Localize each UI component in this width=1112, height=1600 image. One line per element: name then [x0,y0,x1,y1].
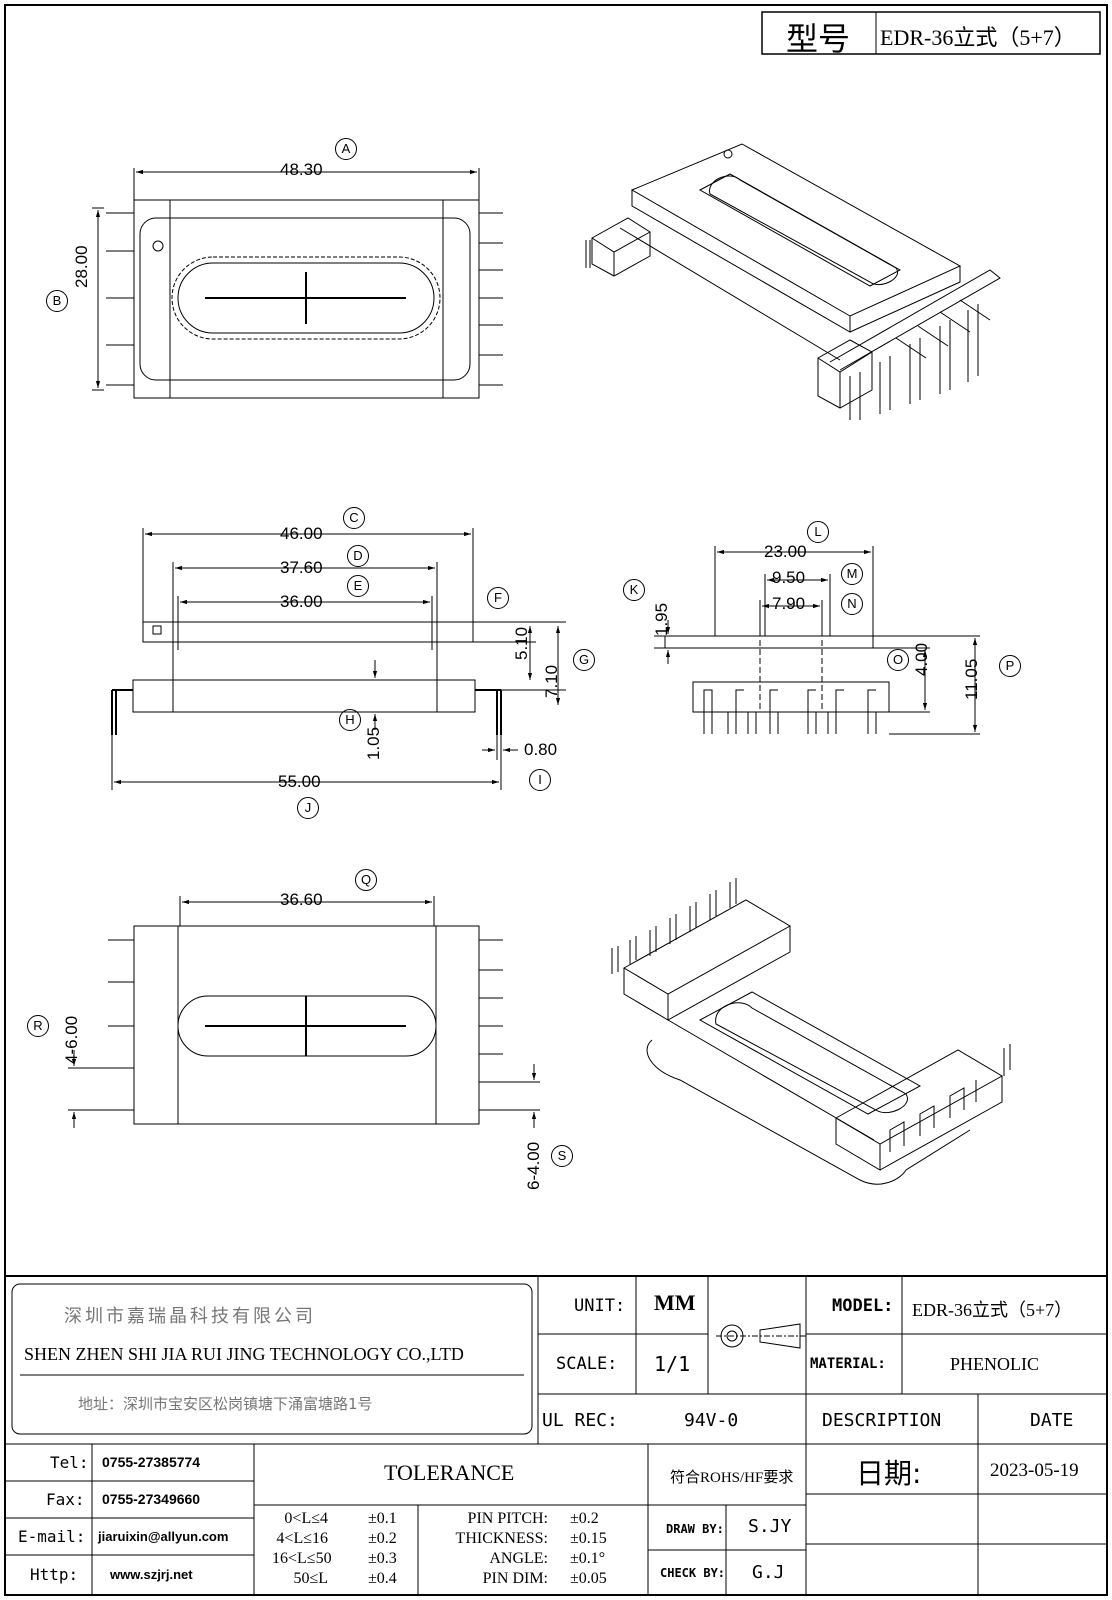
dim-o-value: 4.00 [912,642,931,676]
dim-e-value: 36.00 [280,592,323,611]
dim-h-letter: H [339,709,361,731]
unit-value: MM [654,1290,696,1315]
dim-m-letter: M [841,563,863,585]
dim-q-letter: Q [355,869,377,891]
tolerance-range: 0<L≤4 [284,1510,328,1527]
date-value: 2023-05-19 [990,1460,1079,1481]
dim-f-letter: F [487,587,509,609]
dim-d-value: 37.60 [280,558,323,577]
tolerance-name: ANGLE: [489,1550,548,1567]
company-address: 地址：深圳市宝安区松岗镇塘下涌富塘路1号 [78,1395,373,1413]
http-label: Http: [30,1565,79,1584]
scale-value: 1/1 [654,1352,691,1376]
dim-n-value: 7.90 [772,594,806,613]
tolerance-tol2: ±0.15 [570,1530,607,1547]
header-model-value: EDR-36立式（5+7） [880,25,1076,50]
tolerance-range: 4<L≤16 [276,1530,328,1547]
dim-p-letter: P [999,655,1021,677]
check-value: G.J [752,1562,785,1583]
ulrec-value: 94V-0 [684,1410,739,1431]
dim-j-value: 55.00 [278,772,321,791]
fax-value: 0755-27349660 [102,1491,201,1507]
ulrec-label: UL REC: [542,1410,618,1431]
tolerance-range: 50≤L [293,1570,328,1587]
company-name-cn: 深圳市嘉瑞晶科技有限公司 [64,1306,316,1327]
dim-h-value: 1.05 [364,726,383,760]
tolerance-tol2: ±0.1° [570,1550,606,1567]
model-value: EDR-36立式（5+7） [912,1300,1073,1320]
date-cn-label: 日期: [856,1457,922,1490]
tolerance-tol: ±0.3 [368,1550,397,1567]
tolerance-range: 16<L≤50 [272,1550,332,1567]
tolerance-name: THICKNESS: [455,1530,548,1547]
dim-m-value: 9.50 [772,568,806,587]
dim-q-value: 36.60 [280,890,323,909]
tel-label: Tel: [50,1453,89,1472]
fax-label: Fax: [46,1490,85,1509]
dim-o-letter: O [887,649,909,671]
dim-p-value: 11.05 [962,658,981,700]
material-label: MATERIAL: [810,1356,886,1372]
description-label: DESCRIPTION [822,1410,942,1431]
isometric-bottom [611,878,1011,1185]
dim-c-value: 46.00 [280,524,323,543]
dim-n-letter: N [841,593,863,615]
email-label: E-mail: [18,1527,86,1546]
side-view [654,546,980,735]
tolerance-tol: ±0.2 [368,1530,397,1547]
bottom-view [68,896,540,1128]
tel-value: 0755-27385774 [102,1454,201,1470]
model-label: MODEL: [832,1296,894,1316]
dim-b-letter: B [46,290,68,312]
scale-label: SCALE: [556,1354,618,1374]
material-value: PHENOLIC [950,1354,1039,1374]
tolerance-name: PIN PITCH: [467,1510,548,1527]
company-name-en: SHEN ZHEN SHI JIA RUI JING TECHNOLOGY CO… [24,1344,464,1364]
unit-label: UNIT: [574,1296,626,1316]
dim-k-value: 1.95 [652,602,671,636]
email-value[interactable]: jiaruixin@allyun.com [98,1529,229,1544]
front-view [111,528,566,790]
dim-i-letter: I [529,769,551,791]
tolerance-name: PIN DIM: [482,1570,548,1587]
dim-c-letter: C [343,507,365,529]
draw-label: DRAW BY: [666,1522,724,1536]
date-label: DATE [1030,1410,1074,1431]
dim-f-value: 5.10 [512,626,531,660]
dim-s-value: 6-4.00 [524,1141,543,1190]
top-view [92,168,503,399]
dim-j-letter: J [297,797,319,819]
dim-e-letter: E [347,575,369,597]
dim-r-letter: R [27,1015,49,1037]
dim-i-value: 0.80 [524,740,558,759]
dim-a-letter: A [335,138,357,160]
http-value[interactable]: www.szjrj.net [110,1567,193,1582]
isometric-top [585,143,1001,420]
tolerance-tol: ±0.4 [368,1570,397,1587]
tolerance-tol: ±0.1 [368,1510,397,1527]
projection-symbol [716,1323,806,1349]
dim-d-letter: D [347,545,369,567]
dim-g-letter: G [573,649,595,671]
dim-b-value: 28.00 [72,245,91,288]
header-model-label: 型号 [786,21,851,57]
dim-g-value: 7.10 [542,664,561,698]
dim-l-value: 23.00 [764,542,807,561]
dim-l-letter: L [807,521,829,543]
dim-k-letter: K [623,579,645,601]
tolerance-title: TOLERANCE [384,1460,515,1485]
dim-r-value: 4-6.00 [62,1015,81,1064]
dim-s-letter: S [551,1145,573,1167]
rohs-note: 符合ROHS/HF要求 [670,1470,794,1486]
title-block-lines [5,1275,1107,1595]
tolerance-tol2: ±0.2 [570,1510,599,1527]
tolerance-tol2: ±0.05 [570,1570,607,1587]
check-label: CHECK BY: [660,1566,726,1580]
draw-value: S.JY [748,1516,792,1537]
dim-a-value: 48.30 [280,160,323,179]
